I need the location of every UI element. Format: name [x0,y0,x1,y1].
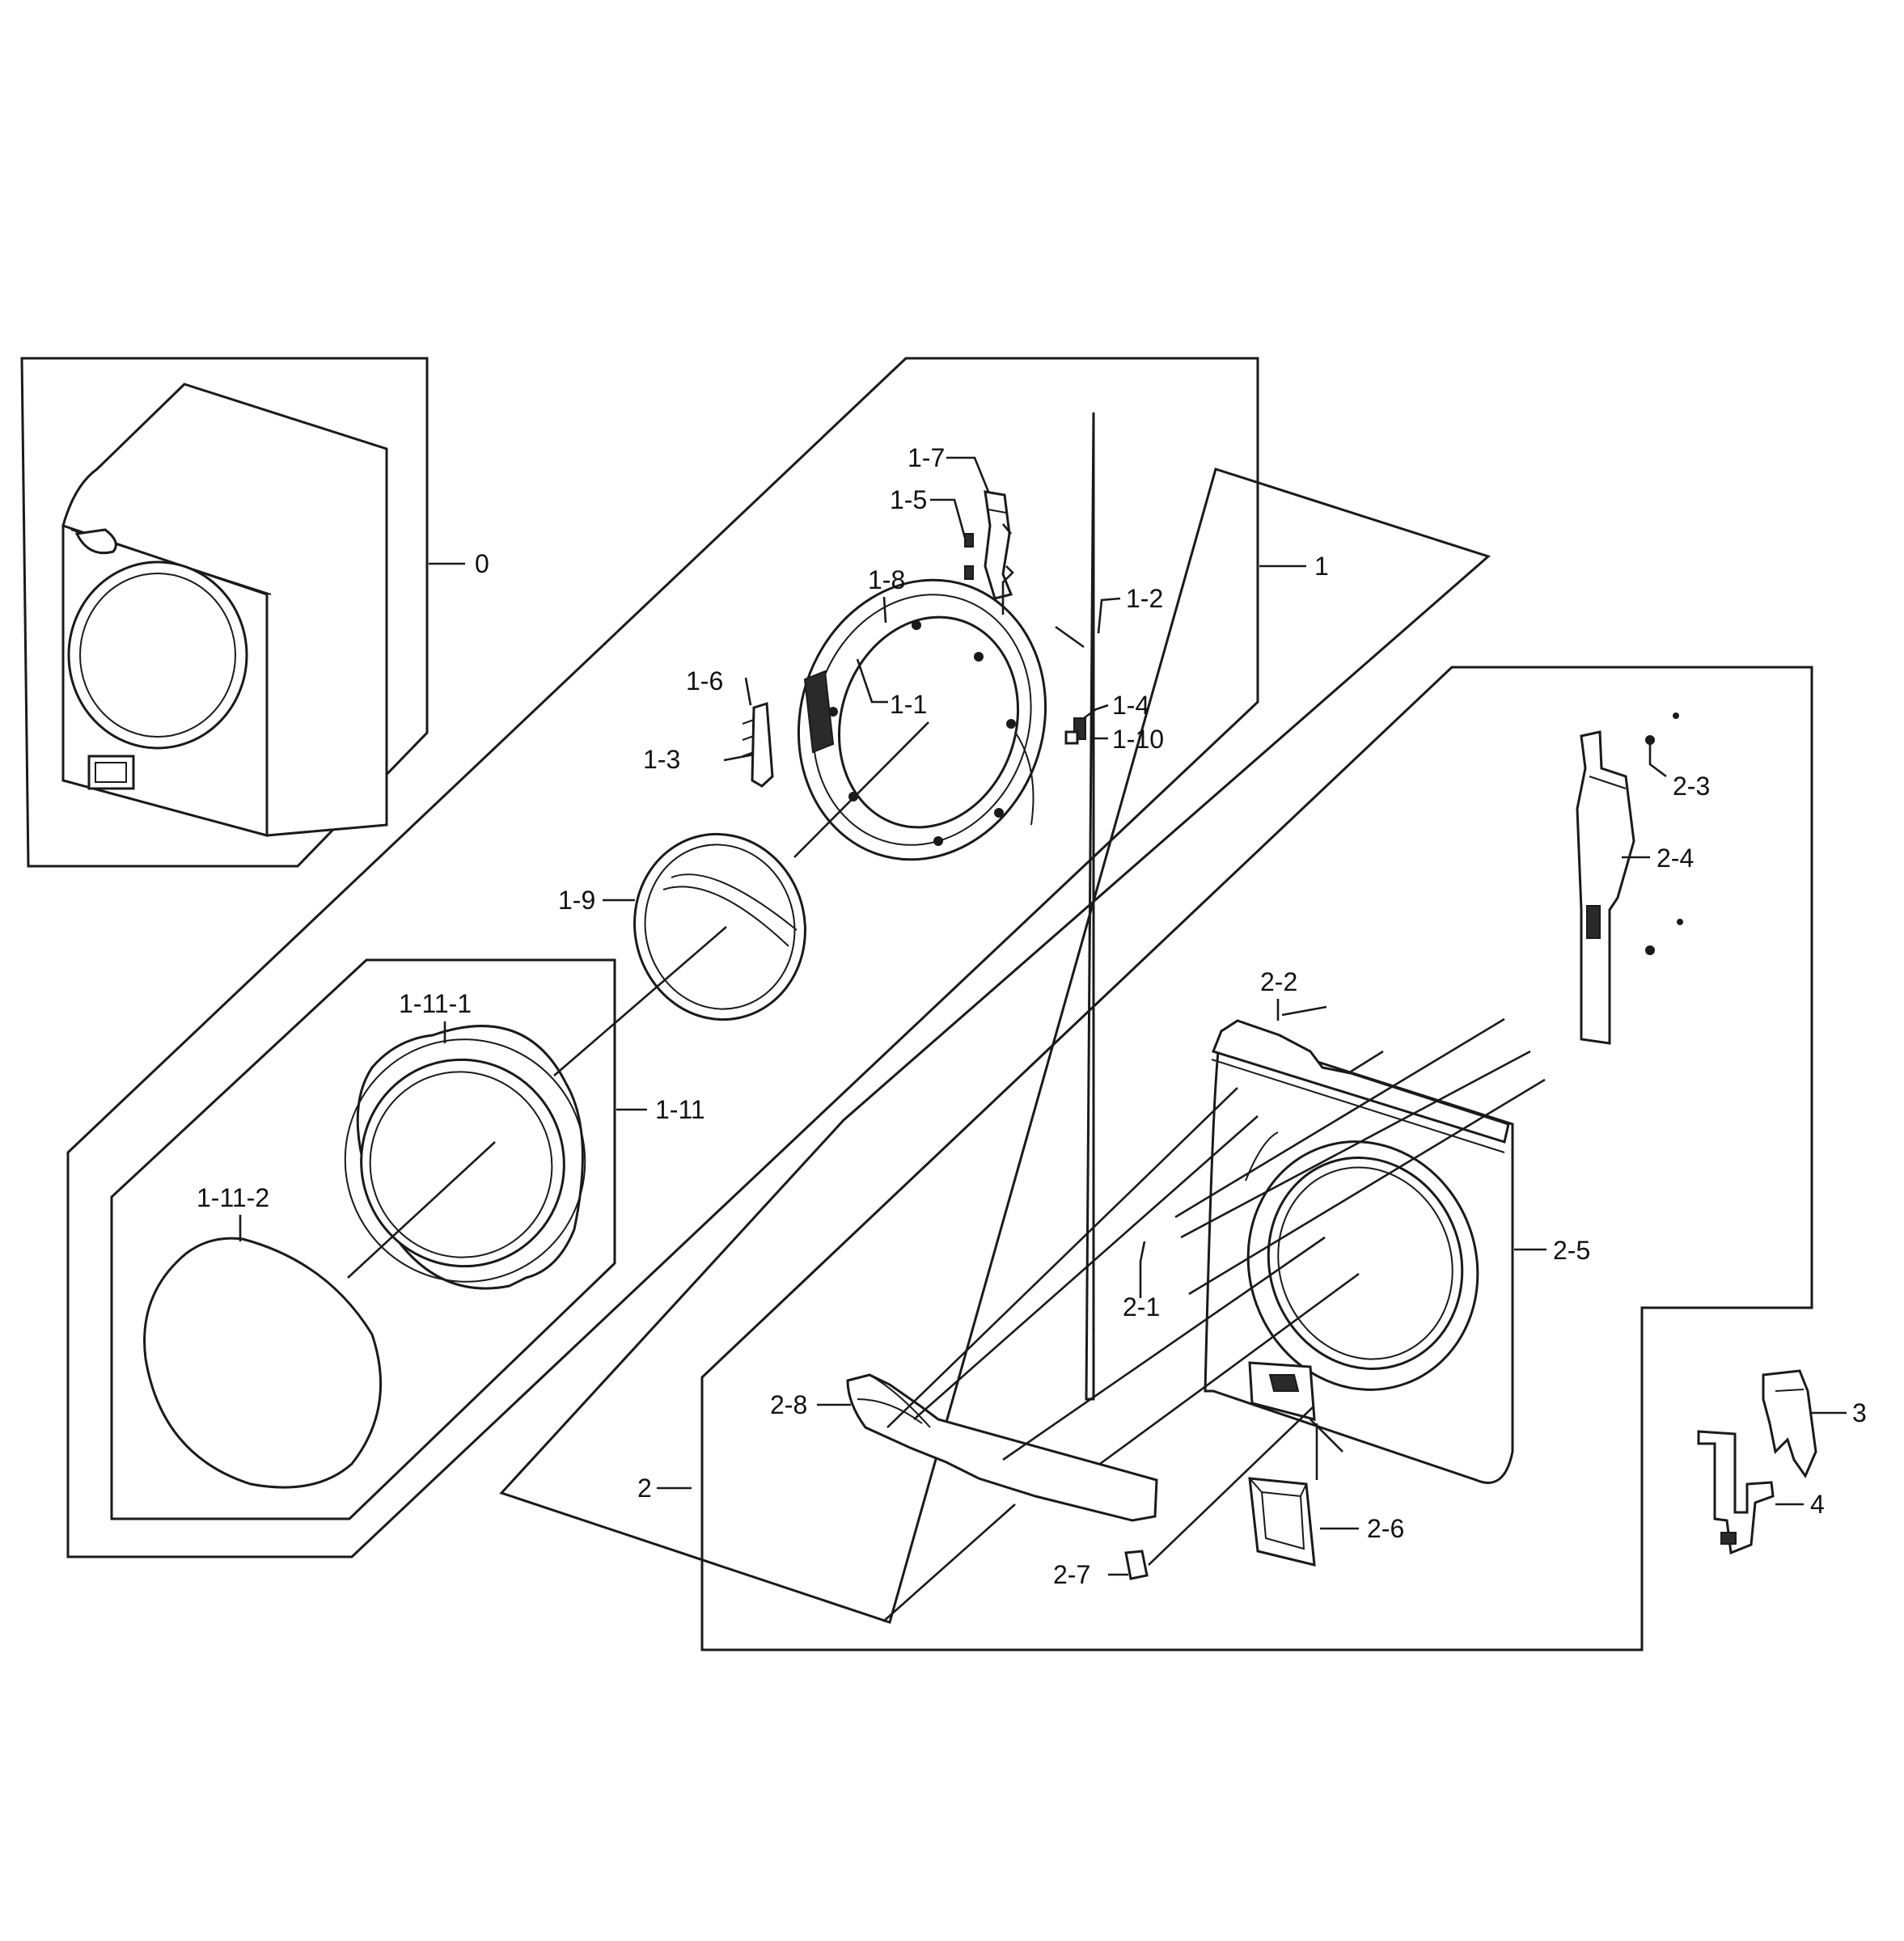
callout-1-1: 1-1 [890,690,927,719]
side-bracket [1576,713,1683,1045]
callout-2-7: 2-7 [1053,1560,1090,1589]
callout-1: 1 [1314,552,1329,581]
callout-1-11-2: 1-11-2 [197,1183,269,1212]
hinge-bracket [964,490,1013,600]
callout-2-6: 2-6 [1367,1514,1404,1543]
callout-1-6: 1-6 [686,666,723,696]
callout-2-4: 2-4 [1656,844,1694,873]
bracket-part-4 [1697,1430,1775,1555]
callout-1-5: 1-5 [890,485,927,514]
callout-1-10: 1-10 [1112,725,1164,754]
door-outer-ring [344,1025,586,1290]
callout-0: 0 [475,549,489,578]
callout-1-8: 1-8 [868,565,905,594]
callout-1-4: 1-4 [1112,691,1149,720]
callout-2-3: 2-3 [1673,772,1710,801]
callout-1-9: 1-9 [558,886,595,915]
detergent-drawer-housing [1248,1477,1316,1567]
bracket-part-3 [1762,1369,1817,1479]
callout-2-1: 2-1 [1123,1292,1160,1321]
callout-labels: 0 1 1-7 1-5 1-8 1-2 1-6 1-1 1-4 1-10 1-3… [197,443,1867,1589]
callout-1-2: 1-2 [1126,584,1163,613]
callout-2: 2 [637,1474,652,1503]
callout-3: 3 [1852,1398,1867,1427]
callout-4: 4 [1810,1490,1825,1519]
callout-1-7: 1-7 [908,443,945,472]
door-glass-inner [633,832,806,1021]
callout-2-8: 2-8 [770,1390,807,1419]
latch-striker [1064,717,1086,745]
callout-1-3: 1-3 [643,745,680,774]
frame-assembly-2 [700,666,1813,1651]
callout-1-11: 1-11 [655,1095,705,1124]
frame-assembly-1-11 [110,958,616,1520]
callout-2-2: 2-2 [1260,967,1297,996]
door-glass-outer [143,1237,383,1489]
leader-lines [239,456,1847,1622]
frame-assembly-1 [66,357,1259,1558]
control-panel-frame [846,1373,1158,1522]
clip-part [1124,1550,1149,1580]
front-panel [1204,1019,1514,1484]
callout-1-11-1: 1-11-1 [399,989,472,1018]
callout-2-5: 2-5 [1553,1236,1590,1265]
washer-front-view [61,383,388,837]
door-lock-latch [742,702,774,788]
